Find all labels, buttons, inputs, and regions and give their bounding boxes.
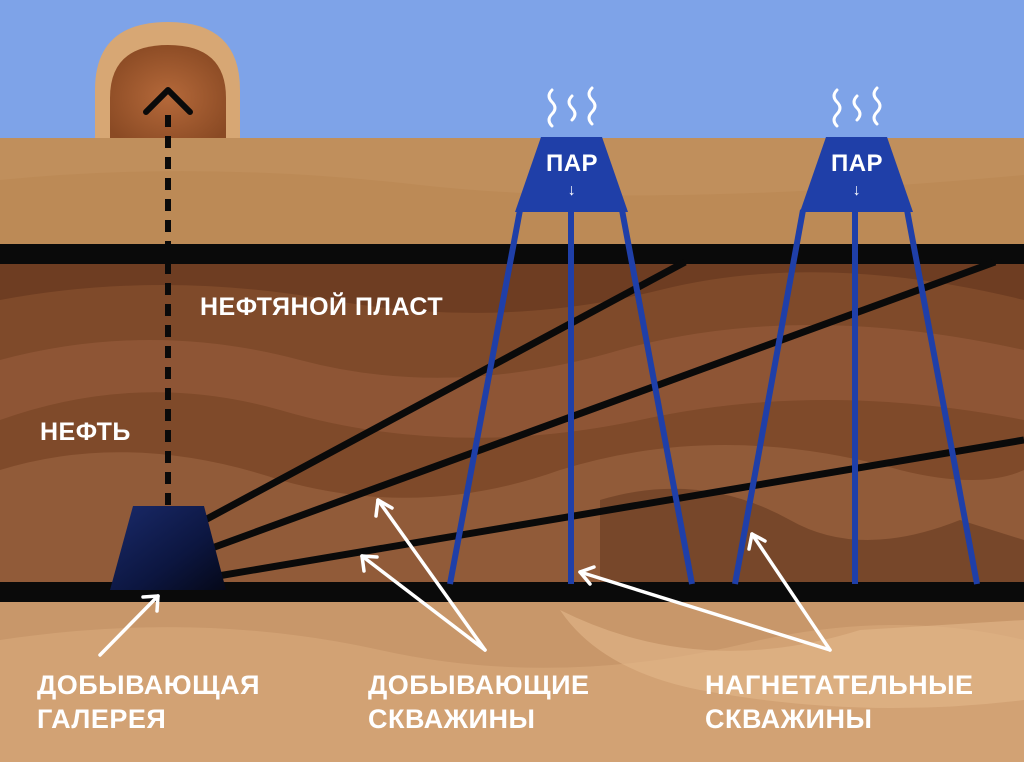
injection-well-right-c [904, 209, 980, 585]
oil-pipe-arrowhead [143, 87, 193, 115]
oil-layer-band-top [0, 262, 1024, 313]
production-wells-label-line1: ДОБЫВАЮЩИЕ [368, 670, 590, 700]
production-wells-label: ДОБЫВАЮЩИЕ СКВАЖИНЫ [368, 668, 590, 736]
production-gallery [110, 506, 226, 590]
steam-arrow-right: ↓ [852, 182, 862, 199]
steam-wisps-left [547, 86, 597, 128]
gallery-label-line2: ГАЛЕРЕЯ [37, 704, 167, 734]
oil-layer-label: НЕФТЯНОЙ ПЛАСТ [200, 293, 444, 321]
steam-label-right: ПАР [830, 150, 884, 177]
steam-arrow-left: ↓ [567, 182, 577, 199]
oil-label: НЕФТЬ [40, 418, 131, 446]
injection-wells-label-line1: НАГНЕТАТЕЛЬНЫЕ [705, 670, 974, 700]
bedrock-light-patch [560, 610, 1024, 708]
injection-well-left-a [447, 209, 523, 585]
injection-well-left-c [619, 209, 695, 585]
production-well-2 [210, 258, 997, 552]
steam-unit-right [800, 137, 913, 212]
injection-well-right-a [732, 209, 806, 585]
gallery-label-line1: ДОБЫВАЮЩАЯ [37, 670, 260, 700]
gallery-label: ДОБЫВАЮЩАЯ ГАЛЕРЕЯ [37, 668, 260, 736]
injection-wells-label-line2: СКВАЖИНЫ [705, 704, 873, 734]
steam-unit-left [515, 137, 628, 212]
injection-wells-label: НАГНЕТАТЕЛЬНЫЕ СКВАЖИНЫ [705, 668, 974, 736]
production-well-1 [203, 258, 687, 524]
surface-texture [0, 171, 1024, 246]
production-wells-label-line2: СКВАЖИНЫ [368, 704, 536, 734]
steam-label-left: ПАР [545, 150, 599, 177]
steam-wisps-right [832, 86, 882, 128]
callout-arrows [98, 498, 832, 657]
lower-boundary [0, 582, 1024, 602]
oil-layer-band-mid [0, 325, 1024, 438]
oil-layer-dark-patch [600, 488, 1024, 584]
production-well-3 [217, 436, 1024, 580]
